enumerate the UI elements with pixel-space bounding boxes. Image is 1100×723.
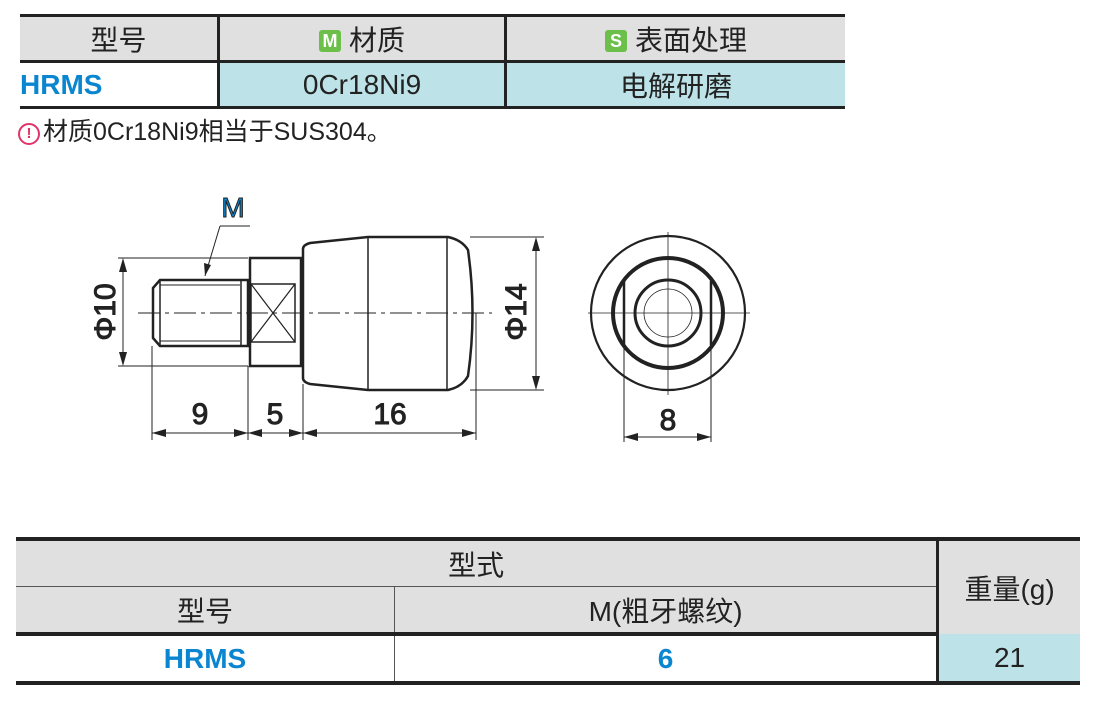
dim-diameter-14: Φ14 [500,283,533,340]
dim-5: 5 [267,398,284,431]
wrench-flat [250,283,296,343]
dim-diameter-10: Φ10 [89,283,122,340]
header-thread: M(粗牙螺纹) [393,586,938,636]
surface-badge-icon: S [604,29,627,52]
header-surface: S 表面处理 [503,15,845,63]
dim-16: 16 [373,398,406,431]
knob-body [301,235,474,392]
end-view [588,232,750,395]
thread-label: M [221,192,244,223]
header-material-label: 材质 [349,24,406,56]
header-material: M 材质 [217,15,506,63]
cell-weight: 21 [936,634,1080,683]
wrench-flat-cross [250,283,296,343]
note-text: 材质0Cr18Ni9相当于SUS304。 [43,118,392,146]
hex-part [248,256,303,368]
dim-8: 8 [660,404,677,437]
material-table: 型号 M 材质 S 表面处理 HRMS 0Cr18Ni9 电解研磨 [20,14,845,109]
material-note: !材质0Cr18Ni9相当于SUS304。 [18,112,392,148]
dim-9: 9 [192,398,209,431]
warning-icon: ! [18,123,40,145]
header-type: 型式 [448,549,505,581]
spec-table: 型式 重量(g) 型号 M(粗牙螺纹) HRMS 6 21 [16,537,1080,685]
cell-model: HRMS [20,68,103,100]
header-surface-label: 表面处理 [634,24,747,56]
header-model: 型号 [20,15,219,63]
header-weight: 重量(g) [936,539,1080,634]
cell-material: 0Cr18Ni9 [217,61,506,108]
cell-surface: 电解研磨 [503,61,845,108]
material-badge-icon: M [319,29,342,52]
cell-thread: 6 [393,634,938,683]
dimension-arrows [119,237,711,441]
cell-model: HRMS [163,642,247,674]
header-model: 型号 [16,586,395,636]
